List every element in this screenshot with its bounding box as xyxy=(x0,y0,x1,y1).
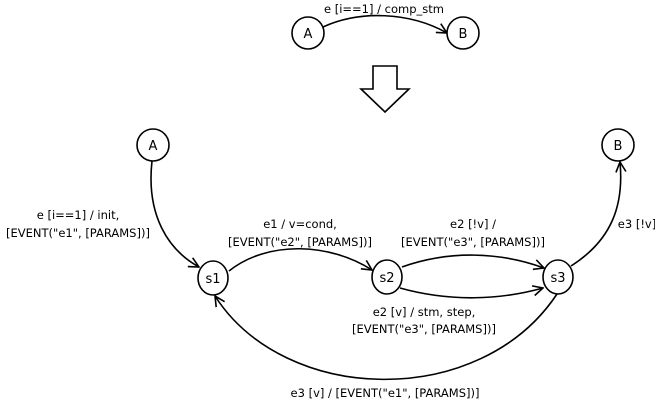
node-top-A: A xyxy=(291,16,325,50)
edge-label-s2-s3-bottom-2: [EVENT("e3", [PARAMS])] xyxy=(352,322,496,336)
svg-text:s1: s1 xyxy=(205,272,220,287)
edge-label-s1-s2-1: e1 / v=cond, xyxy=(263,217,337,231)
edge-top-A-B xyxy=(322,14,447,33)
edge-s1-s2 xyxy=(228,248,372,272)
node-s1: s1 xyxy=(197,260,229,296)
node-B: B xyxy=(601,128,635,162)
edge-label-s2-s3-bottom-1: e2 [v] / stm, step, xyxy=(373,305,476,319)
edge-label-s2-s3-top-1: e2 [!v] / xyxy=(450,217,496,231)
svg-text:A: A xyxy=(149,139,158,154)
edge-s3-B xyxy=(570,162,621,267)
edge-label-A-s1-2: [EVENT("e1", [PARAMS])] xyxy=(6,226,150,240)
node-s3: s3 xyxy=(542,259,574,295)
node-top-B: B xyxy=(446,16,480,50)
edge-label-s3-B: e3 [!v] xyxy=(618,217,655,231)
edge-s2-s3-top xyxy=(401,254,544,268)
edge-A-s1 xyxy=(150,160,199,267)
node-A: A xyxy=(136,128,170,162)
edge-s3-s1 xyxy=(215,293,558,381)
edge-label-s1-s2-2: [EVENT("e2", [PARAMS])] xyxy=(228,235,372,249)
svg-text:A: A xyxy=(304,27,313,42)
edge-label-s2-s3-top-2: [EVENT("e3", [PARAMS])] xyxy=(401,235,545,249)
edge-label-A-s1-1: e [i==1] / init, xyxy=(37,208,120,222)
node-s2: s2 xyxy=(371,259,403,295)
svg-text:s3: s3 xyxy=(550,271,565,286)
edge-label-s3-s1: e3 [v] / [EVENT("e1", [PARAMS])] xyxy=(291,386,480,400)
svg-text:B: B xyxy=(614,139,623,154)
svg-text:B: B xyxy=(459,27,468,42)
svg-text:s2: s2 xyxy=(379,271,394,286)
down-arrow-icon xyxy=(359,65,411,114)
edge-s2-s3-bottom xyxy=(399,288,543,299)
edge-label-top: e [i==1] / comp_stm xyxy=(324,2,444,16)
